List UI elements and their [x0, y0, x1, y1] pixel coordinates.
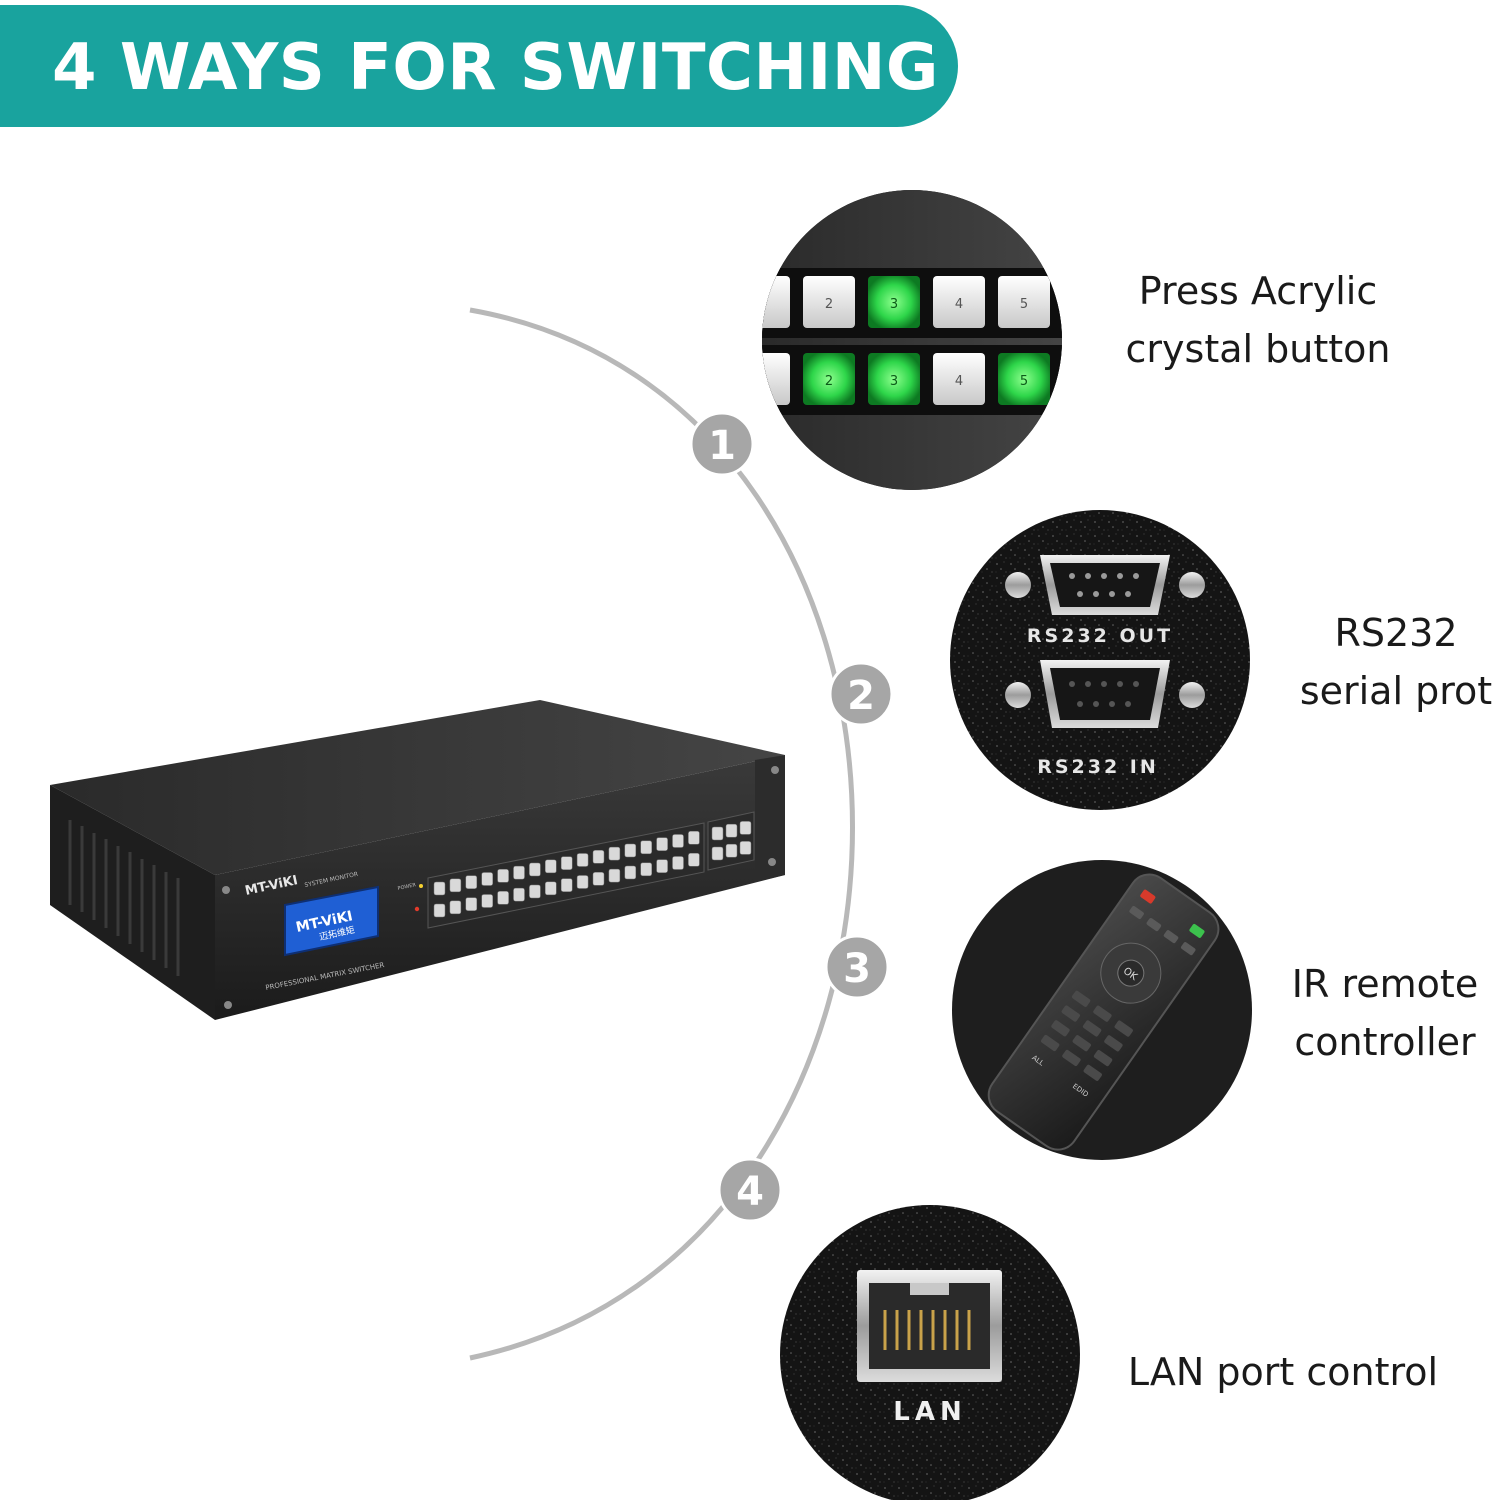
device-button	[592, 850, 605, 864]
device-button	[640, 862, 652, 877]
device-button	[449, 900, 462, 915]
badge-3: 3	[824, 934, 890, 1000]
device-button	[624, 865, 637, 880]
method-4-label: LAN port control	[1118, 1343, 1448, 1401]
badge-1-number: 1	[708, 423, 736, 469]
device-button	[608, 868, 621, 883]
badge-3-number: 3	[843, 946, 871, 992]
svg-text:5: 5	[1020, 374, 1028, 389]
device-button	[545, 859, 557, 874]
method-1-label: Press Acrylic crystal button	[1118, 262, 1398, 378]
device-button	[529, 862, 541, 877]
svg-text:3: 3	[890, 297, 898, 312]
btn-top-5	[998, 276, 1050, 328]
device-button	[545, 881, 557, 896]
device-button	[672, 834, 684, 848]
method-1-line1: Press Acrylic	[1138, 269, 1378, 313]
method-3-remote-image: OK ALL EDID	[952, 860, 1252, 1160]
device-button	[739, 821, 752, 835]
device-button	[688, 853, 700, 867]
device-button	[640, 840, 652, 855]
device-button	[513, 887, 525, 902]
device-button	[497, 891, 509, 905]
device-button	[576, 853, 589, 867]
method-1-buttons-image: 2 3 4 5 2 3 4 5	[762, 190, 1062, 490]
method-1-line2: crystal button	[1125, 327, 1391, 371]
badge-2-number: 2	[847, 673, 875, 719]
device-button	[656, 859, 668, 873]
device-button	[624, 843, 637, 858]
badge-4-number: 4	[736, 1169, 764, 1215]
btn-bottom-3	[868, 353, 920, 405]
device-button	[497, 869, 509, 883]
device-button	[656, 837, 668, 851]
device-button	[608, 846, 621, 861]
device-button	[711, 846, 724, 861]
device-button	[433, 903, 446, 918]
btn-top-3	[868, 276, 920, 328]
title-banner: 4 WAYS FOR SWITCHING	[0, 5, 958, 127]
badge-2: 2	[828, 661, 894, 727]
rs232-out-label: RS232 OUT	[1027, 625, 1173, 647]
device-button	[529, 884, 541, 899]
badge-1: 1	[689, 411, 755, 477]
method-2-line2: serial prot	[1299, 669, 1493, 713]
device-button	[739, 841, 752, 855]
method-2-label: RS232 serial prot	[1295, 604, 1497, 720]
matrix-switcher-device: MT-ViKI SYSTEM MONITOR POWER MT-ViKI 迈拓维…	[50, 700, 785, 1020]
device-button	[576, 875, 589, 889]
connector-arc	[469, 307, 855, 1361]
method-4-line1: LAN port control	[1127, 1350, 1439, 1394]
svg-text:5: 5	[1020, 297, 1028, 312]
device-button	[513, 865, 525, 880]
device-button	[592, 872, 605, 886]
device-button	[711, 826, 724, 841]
device-button	[672, 856, 684, 870]
device-button	[725, 843, 738, 858]
device-power-label: POWER	[397, 882, 417, 892]
svg-text:4: 4	[955, 374, 963, 389]
page-title: 4 WAYS FOR SWITCHING	[52, 31, 939, 105]
device-button	[725, 823, 738, 838]
device-button	[481, 872, 493, 886]
svg-text:2: 2	[825, 297, 833, 312]
btn-bottom-4	[933, 353, 985, 405]
method-3-line2: controller	[1294, 1020, 1476, 1064]
btn-top-2	[803, 276, 855, 328]
method-4-lan-image: LAN	[780, 1205, 1080, 1500]
method-2-rs232-image: RS232 OUT RS232 IN	[950, 510, 1250, 810]
device-button	[465, 897, 478, 911]
svg-text:2: 2	[825, 374, 833, 389]
device-button-grid	[433, 821, 752, 918]
method-2-line1: RS232	[1334, 611, 1458, 655]
rs232-in-label: RS232 IN	[1037, 756, 1159, 778]
method-3-label: IR remote controller	[1285, 955, 1485, 1071]
method-3-line1: IR remote	[1291, 962, 1479, 1006]
lan-label: LAN	[893, 1397, 966, 1427]
svg-text:3: 3	[890, 374, 898, 389]
device-lcd-screen	[284, 885, 379, 957]
device-button	[560, 856, 573, 870]
device-button	[688, 831, 700, 845]
badge-4: 4	[717, 1157, 783, 1223]
device-button	[481, 894, 493, 908]
device-button	[449, 878, 462, 893]
device-button	[465, 875, 478, 889]
btn-bottom-5	[998, 353, 1050, 405]
svg-text:4: 4	[955, 297, 963, 312]
btn-top-4	[933, 276, 985, 328]
device-button	[433, 881, 446, 896]
btn-bottom-2	[803, 353, 855, 405]
device-button	[560, 878, 573, 892]
